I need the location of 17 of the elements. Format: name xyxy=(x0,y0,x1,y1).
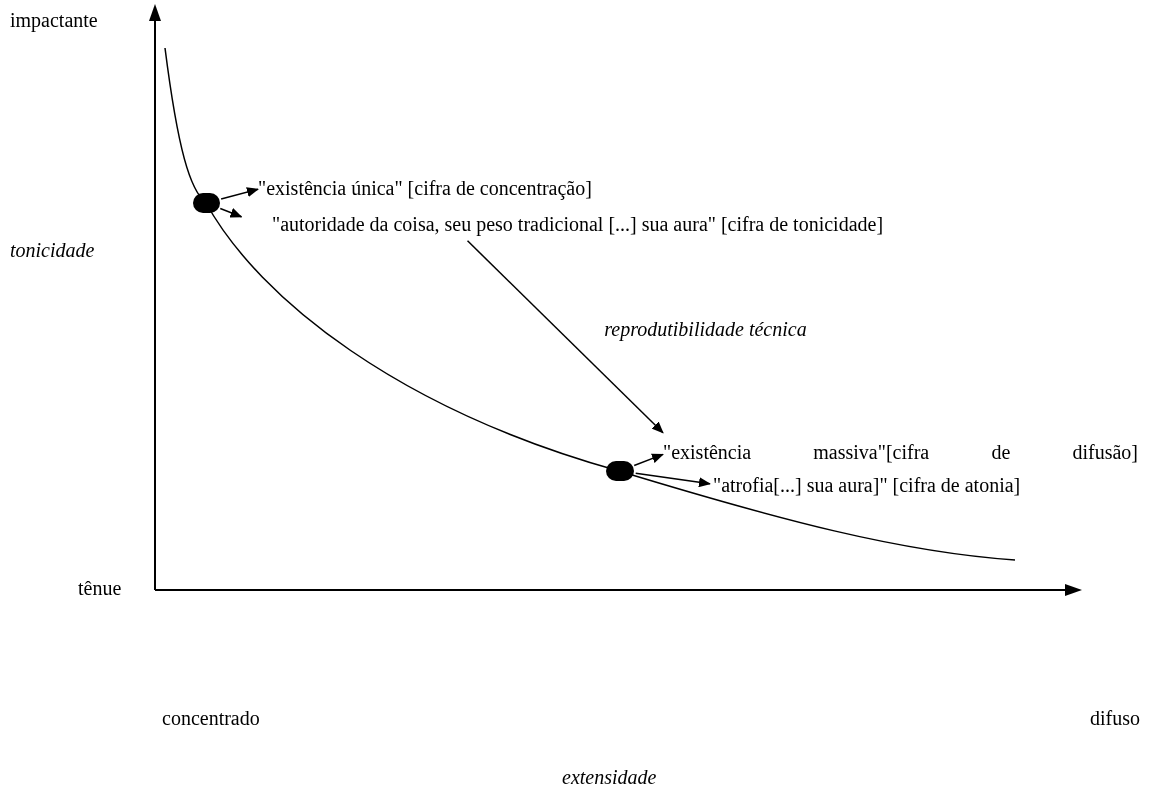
quote-text: "autoridade da coisa, seu peso tradicional [...] sua aura" [cifra de tonicidade] xyxy=(272,212,884,236)
axis-label: extensidade xyxy=(562,765,657,789)
quote-text: "existência única" [cifra de concentração] xyxy=(258,176,592,200)
point-marker xyxy=(193,193,220,213)
point-marker xyxy=(606,461,634,481)
arrow xyxy=(220,187,259,200)
arrow xyxy=(634,472,711,488)
axis-label: difuso xyxy=(1090,706,1140,730)
axis-label: tonicidade xyxy=(10,238,95,262)
arrow xyxy=(633,453,664,467)
quote-text: "existência massiva"[cifra de difusão] xyxy=(663,440,1138,464)
axis-label: impactante xyxy=(10,8,98,32)
axis-label: concentrado xyxy=(162,706,260,730)
quote-text: "atrofia[...] sua aura]" [cifra de atonia] xyxy=(713,473,1021,497)
arrow xyxy=(466,240,664,434)
axis-label: tênue xyxy=(78,576,122,600)
arrow xyxy=(219,207,243,218)
